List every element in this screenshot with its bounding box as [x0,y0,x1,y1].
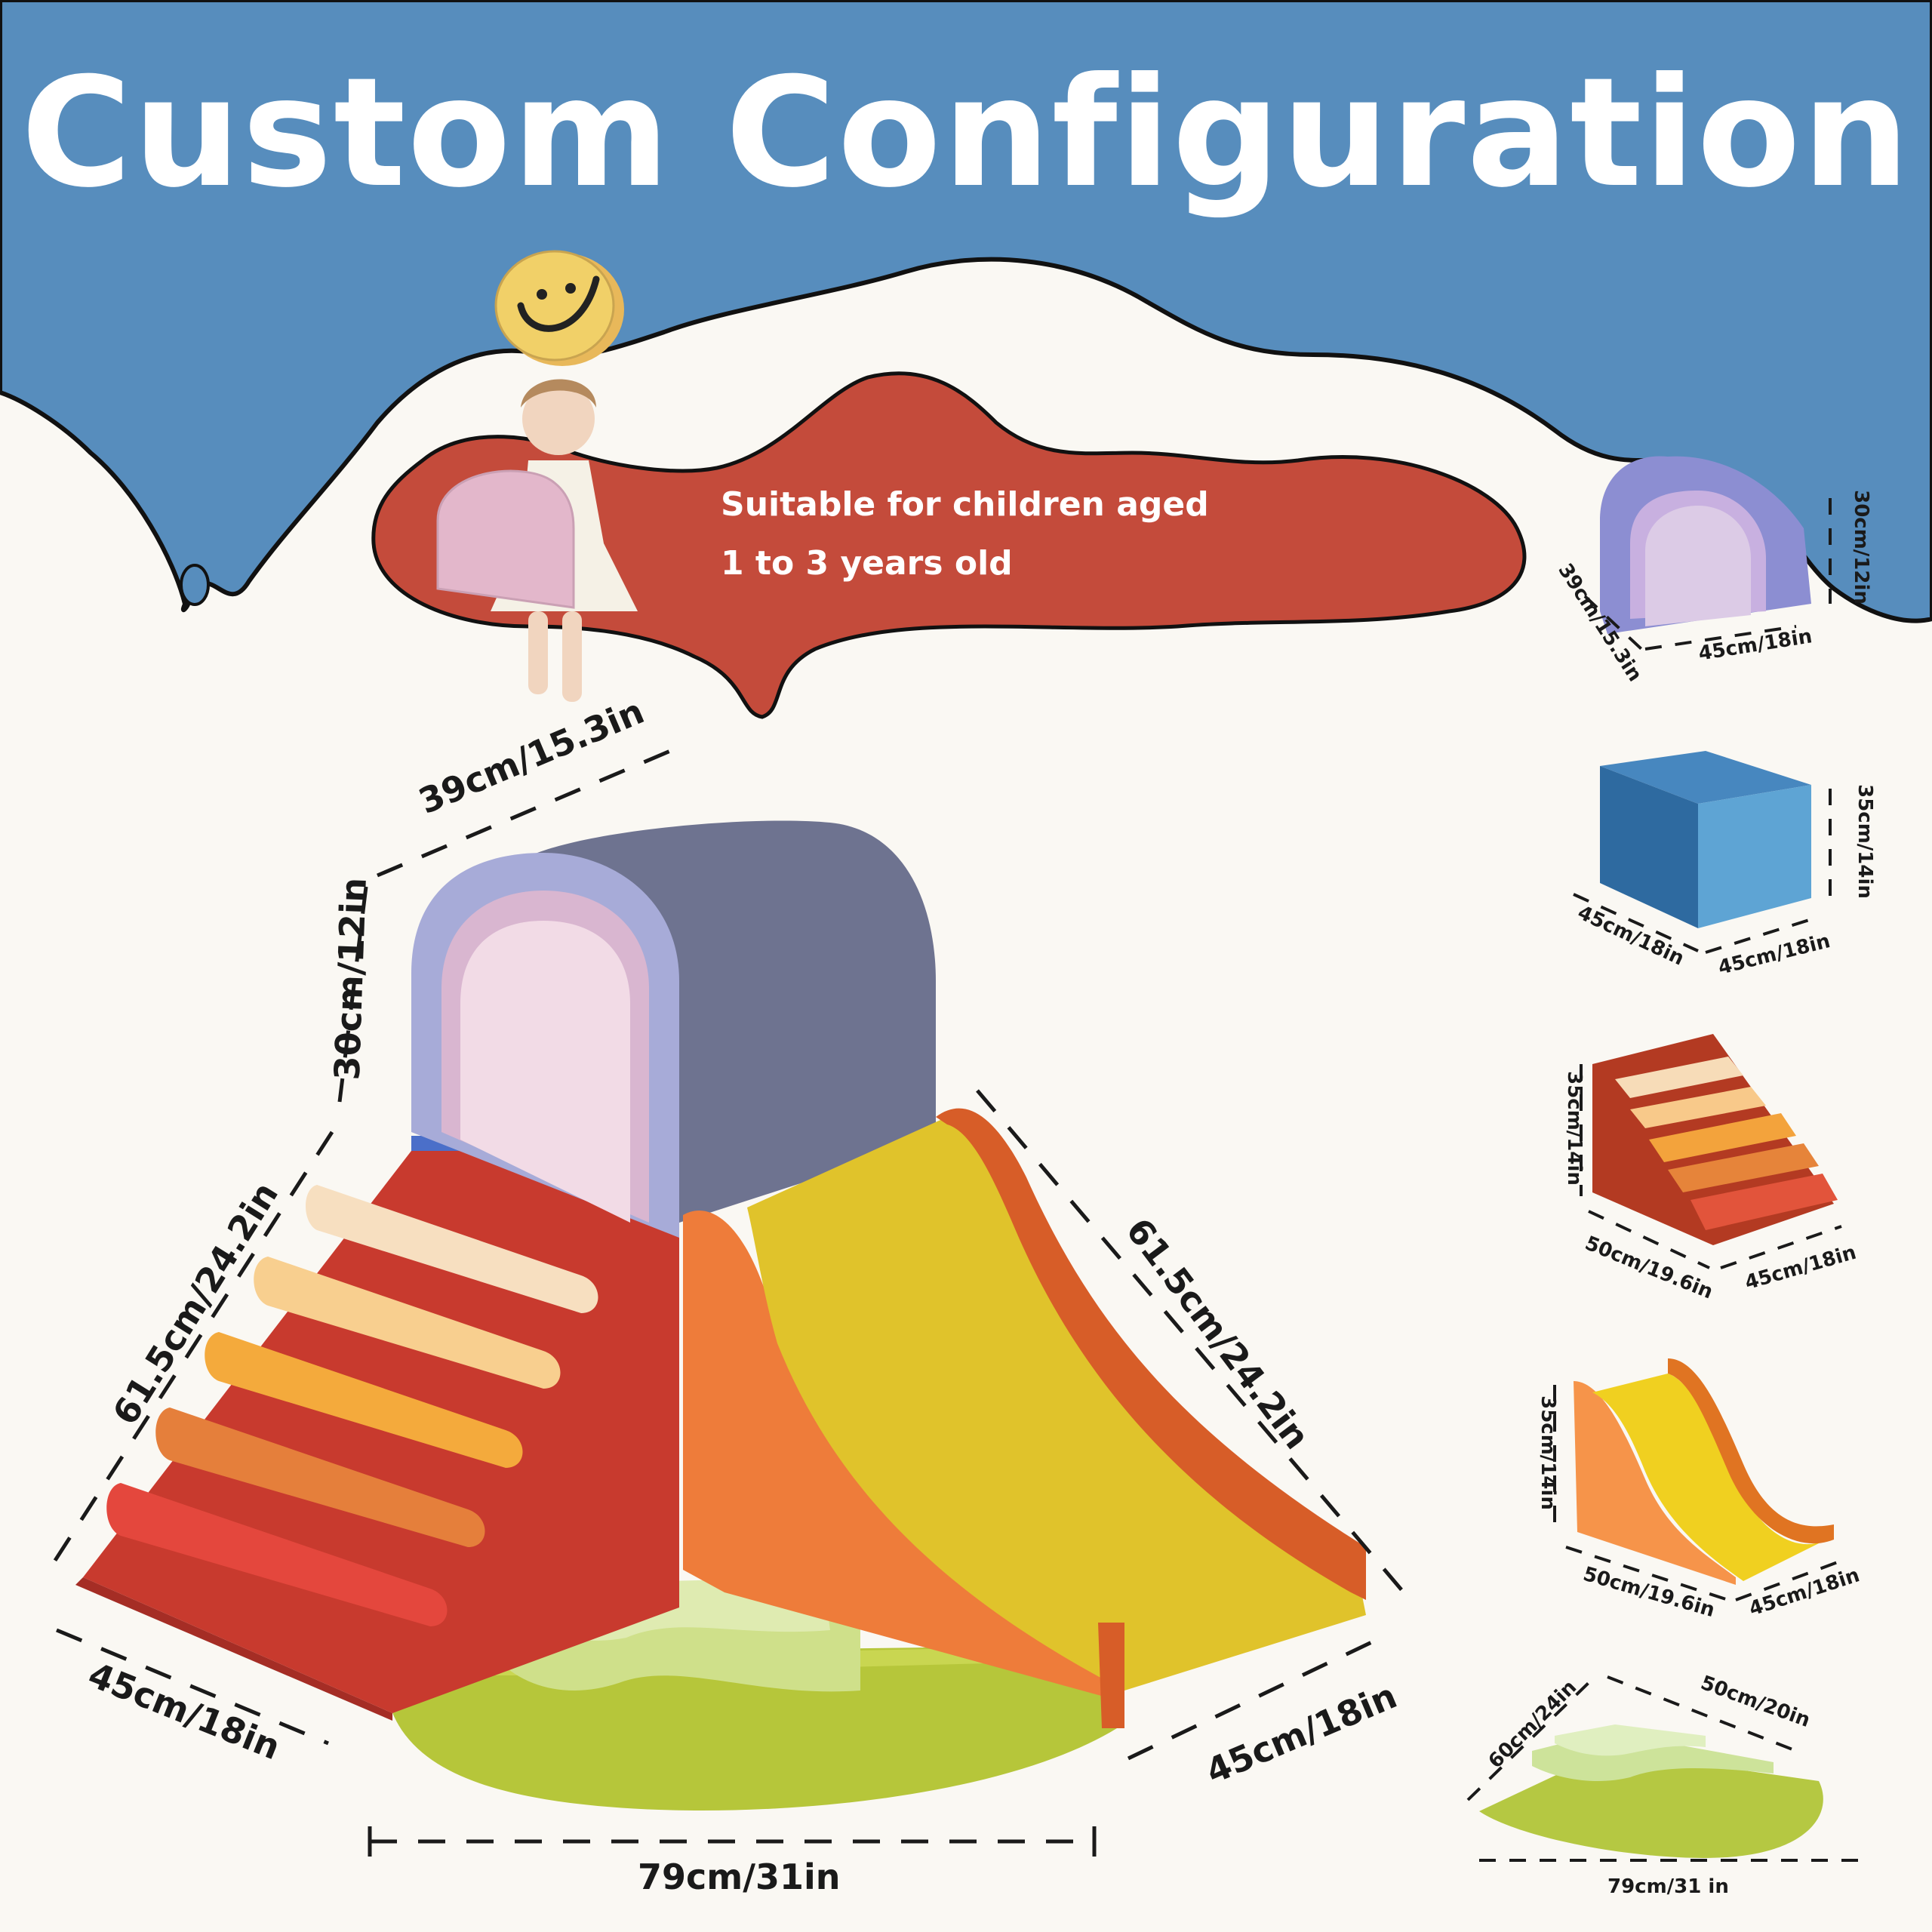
page-title: Custom Configuration [20,45,1912,221]
main-slide-surface [747,1117,1366,1690]
main-assembly [75,820,1366,1811]
smiley-cushion [494,250,624,366]
slide-dim-height: 35cm/14in [1536,1395,1559,1510]
platform-dim-width: 79cm/31 in [1607,1875,1729,1898]
main-stair-rolls [106,1185,598,1626]
child-figure [436,379,638,702]
age-line-1: Suitable for children aged [721,485,1209,524]
tunnel-dim-height: 30cm/12in [1849,490,1872,605]
component-cube-illustration [1600,751,1811,928]
age-line-2: 1 to 3 years old [721,544,1013,583]
main-slide-rail [936,1108,1366,1600]
stairs-dim-height: 35cm/14in [1562,1071,1586,1186]
drip-shape [180,564,210,606]
main-dimension-lines [47,745,1405,1844]
main-dim-tunnel-height: 30cm/12in [326,876,374,1081]
component-platform-illustration [1479,1724,1823,1858]
main-dim-base-width: 79cm/31in [638,1857,841,1897]
age-recommendation: Suitable for children aged 1 to 3 years … [721,475,1209,593]
pink-arch-held [436,469,575,609]
component-stairs-illustration [1592,1034,1838,1245]
component-slide-illustration [1574,1358,1834,1585]
age-speech-bubble [371,371,1527,719]
component-tunnel-illustration [1600,456,1811,634]
cube-dim-height: 35cm/14in [1853,784,1876,899]
